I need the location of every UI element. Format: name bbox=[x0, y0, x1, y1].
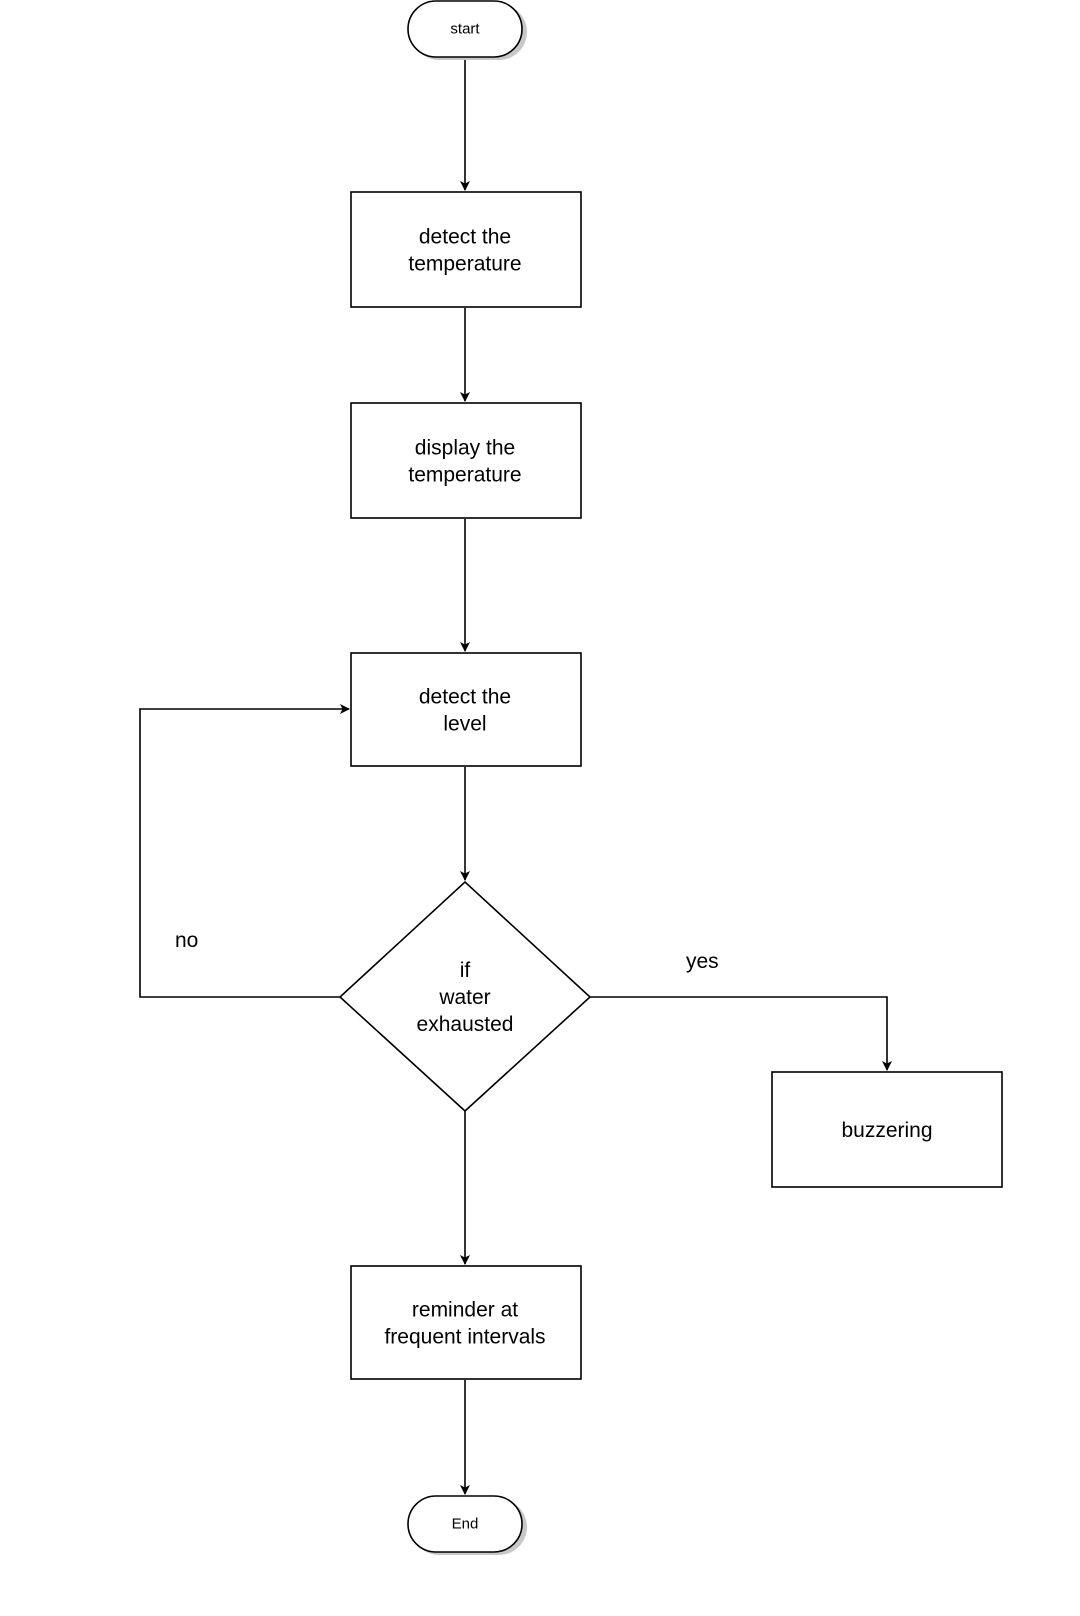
reminder-box: reminder at frequent intervals bbox=[350, 1265, 582, 1380]
end-label: End bbox=[452, 1516, 479, 1533]
detect-level-label: detect the level bbox=[419, 686, 511, 736]
reminder-line: frequent intervals bbox=[384, 1326, 545, 1349]
reminder-line: reminder at bbox=[412, 1299, 518, 1322]
edge-label-no: no bbox=[175, 929, 198, 952]
display-temperature-line: temperature bbox=[408, 464, 521, 487]
buzzering-box: buzzering bbox=[771, 1071, 1003, 1188]
detect-level-box: detect the level bbox=[350, 652, 582, 767]
display-temperature-label: display the temperature bbox=[408, 437, 521, 487]
decision-line: if bbox=[460, 959, 471, 982]
water-exhausted-decision: if water exhausted bbox=[338, 880, 592, 1113]
detect-level-line: level bbox=[443, 713, 486, 736]
edges bbox=[139, 58, 892, 1495]
decision-line: exhausted bbox=[417, 1013, 514, 1036]
detect-temperature-label: detect the temperature bbox=[408, 226, 521, 276]
display-temperature-box: display the temperature bbox=[350, 402, 582, 519]
reminder-label: reminder at frequent intervals bbox=[384, 1299, 545, 1349]
decision-line: water bbox=[438, 986, 490, 1009]
edge-decision-no-loop bbox=[139, 704, 350, 998]
start-terminal: start bbox=[407, 0, 527, 60]
buzzering-line: buzzering bbox=[841, 1119, 932, 1142]
detect-temperature-line: detect the bbox=[419, 226, 511, 249]
buzzering-label: buzzering bbox=[841, 1119, 932, 1142]
detect-temperature-line: temperature bbox=[408, 253, 521, 276]
display-temperature-line: display the bbox=[415, 437, 515, 460]
detect-level-line: detect the bbox=[419, 686, 511, 709]
detect-temperature-box: detect the temperature bbox=[350, 191, 582, 308]
edge-label-yes: yes bbox=[686, 950, 719, 973]
decision-label: if water exhausted bbox=[417, 959, 514, 1036]
edge-decision-yes-to-buzzering bbox=[590, 996, 892, 1071]
end-terminal: End bbox=[407, 1495, 527, 1555]
start-label: start bbox=[450, 21, 480, 38]
